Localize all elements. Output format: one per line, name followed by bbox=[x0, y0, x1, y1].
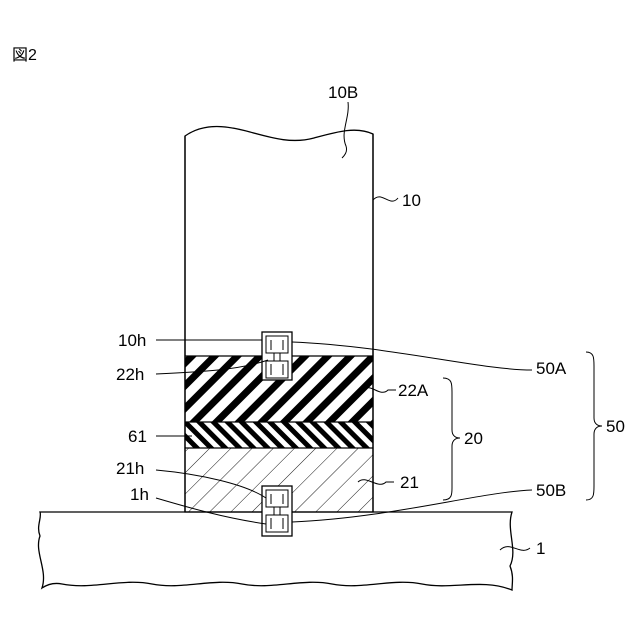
label-50a: 50A bbox=[536, 359, 567, 378]
connector-50a bbox=[262, 332, 292, 380]
brace-50 bbox=[586, 352, 602, 500]
label-61: 61 bbox=[128, 427, 147, 446]
figure-label: 図2 bbox=[12, 47, 37, 64]
leader-1 bbox=[500, 547, 530, 551]
label-10: 10 bbox=[402, 191, 421, 210]
label-50: 50 bbox=[606, 417, 625, 436]
label-1h: 1h bbox=[130, 485, 149, 504]
brace-20 bbox=[443, 378, 460, 500]
leader-10 bbox=[373, 197, 398, 201]
label-1: 1 bbox=[536, 539, 545, 558]
connector-50b bbox=[262, 486, 292, 536]
label-21: 21 bbox=[400, 473, 419, 492]
layer-61 bbox=[185, 422, 373, 448]
label-21h: 21h bbox=[116, 459, 144, 478]
label-10h: 10h bbox=[118, 331, 146, 350]
label-10b: 10B bbox=[328, 83, 358, 102]
label-22h: 22h bbox=[116, 365, 144, 384]
label-50b: 50B bbox=[536, 481, 566, 500]
label-22a: 22A bbox=[398, 381, 429, 400]
label-20: 20 bbox=[464, 429, 483, 448]
